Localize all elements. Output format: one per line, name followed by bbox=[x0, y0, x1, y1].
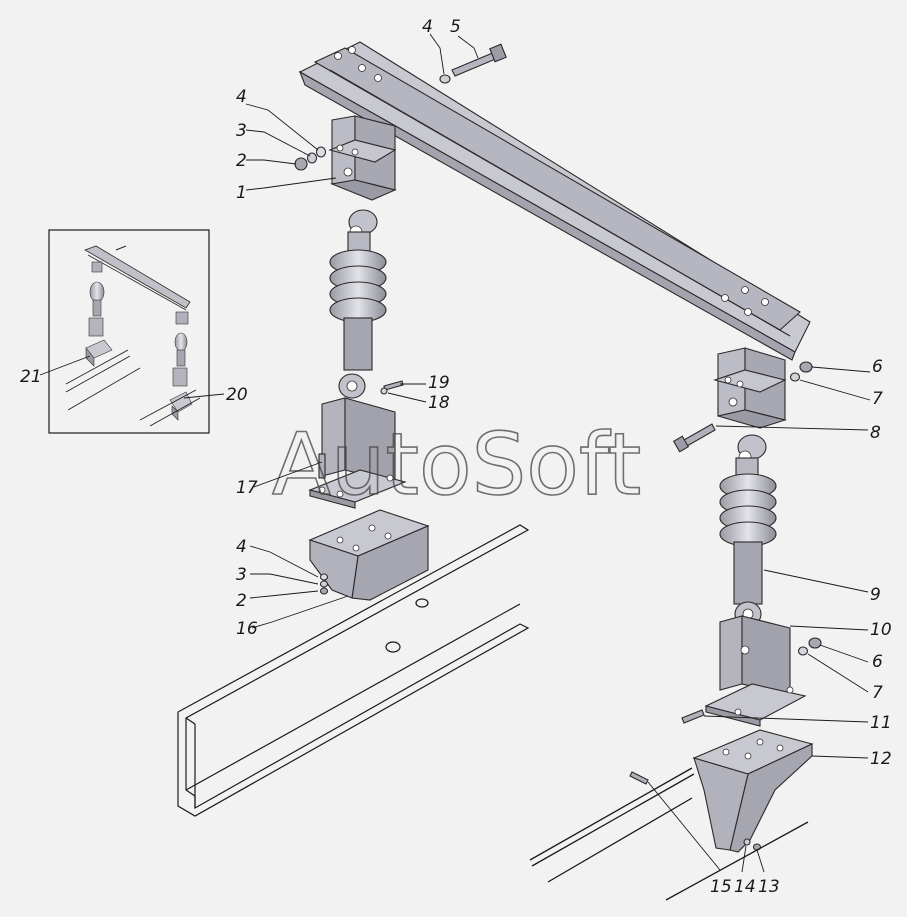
bracket-17-assembly bbox=[308, 397, 407, 509]
leader-lines bbox=[39, 33, 871, 873]
bracket-16 bbox=[308, 509, 430, 601]
bolt-11 bbox=[681, 709, 705, 724]
bolt-15 bbox=[629, 771, 649, 785]
callout-2-left-upper: 2 bbox=[236, 151, 247, 171]
callout-7-lower: 7 bbox=[872, 683, 883, 703]
crossbeam bbox=[298, 41, 811, 361]
callout-8: 8 bbox=[870, 423, 881, 443]
callout-21: 21 bbox=[20, 367, 42, 387]
callout-4-top: 4 bbox=[422, 17, 433, 37]
washer-18 bbox=[380, 387, 388, 395]
callout-20: 20 bbox=[226, 385, 248, 405]
callout-15: 15 bbox=[710, 877, 732, 897]
callout-2-left-lower: 2 bbox=[236, 591, 247, 611]
washer-7-lower bbox=[797, 646, 809, 656]
callout-17: 17 bbox=[236, 478, 258, 498]
nut-6-lower bbox=[808, 637, 822, 649]
bolt-8 bbox=[672, 423, 716, 453]
callout-9: 9 bbox=[870, 585, 881, 605]
washer-3-upper bbox=[306, 152, 318, 164]
rail-right bbox=[529, 767, 809, 901]
bolt-5 bbox=[439, 43, 507, 84]
callout-labels: 4 5 4 3 2 1 6 7 8 19 18 17 21 20 4 3 2 1… bbox=[20, 17, 892, 897]
callout-16: 16 bbox=[236, 619, 258, 639]
callout-12: 12 bbox=[870, 749, 892, 769]
shock-absorber-right bbox=[719, 434, 777, 627]
shock-absorber-left bbox=[329, 209, 387, 399]
inset-overview bbox=[48, 229, 210, 434]
callout-7-upper: 7 bbox=[872, 389, 883, 409]
callout-4-left-upper: 4 bbox=[236, 87, 247, 107]
bracket-10 bbox=[704, 615, 822, 727]
callout-11: 11 bbox=[870, 713, 892, 733]
washer-14 bbox=[743, 838, 751, 846]
nut-2-upper bbox=[294, 157, 308, 171]
callout-13: 13 bbox=[758, 877, 780, 897]
washer-7-upper bbox=[789, 372, 801, 382]
bracket-12 bbox=[692, 729, 814, 853]
callout-14: 14 bbox=[734, 877, 756, 897]
callout-10: 10 bbox=[870, 620, 892, 640]
callout-6-upper: 6 bbox=[872, 357, 883, 377]
callout-18: 18 bbox=[428, 393, 450, 413]
bracket-right-upper bbox=[713, 347, 813, 429]
callout-6-lower: 6 bbox=[872, 652, 883, 672]
watermark-text: AutoSoft bbox=[272, 415, 641, 515]
callout-4-left-lower: 4 bbox=[236, 537, 247, 557]
callout-5: 5 bbox=[450, 17, 461, 37]
bolt-19 bbox=[380, 380, 404, 395]
callout-1: 1 bbox=[236, 183, 247, 203]
callout-19: 19 bbox=[428, 373, 450, 393]
bolt-17 bbox=[318, 453, 326, 479]
washer-4-top bbox=[439, 74, 451, 84]
frame-rail bbox=[177, 524, 530, 817]
bracket-1 bbox=[294, 115, 397, 201]
washer-4-upper bbox=[315, 146, 327, 158]
callout-3-left-upper: 3 bbox=[236, 121, 247, 141]
callout-3-left-lower: 3 bbox=[236, 565, 247, 585]
nut-6-upper bbox=[799, 361, 813, 373]
